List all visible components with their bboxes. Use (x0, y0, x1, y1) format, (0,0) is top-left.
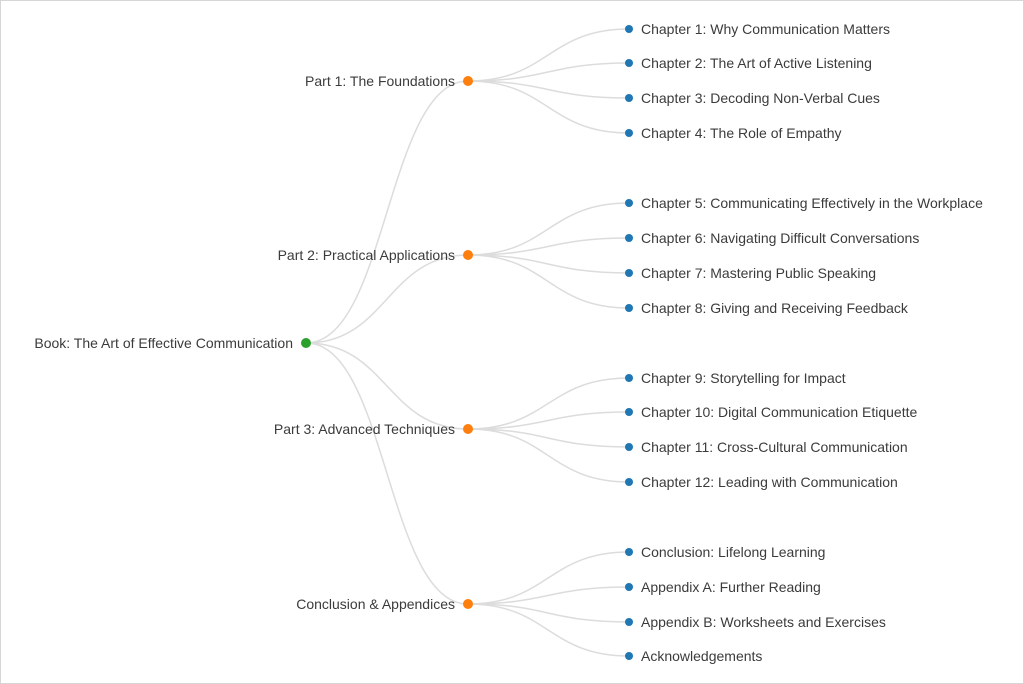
root-label[interactable]: Book: The Art of Effective Communication (34, 335, 293, 351)
leaf-label-chapter-1[interactable]: Chapter 1: Why Communication Matters (641, 21, 890, 37)
leaf-node-dot[interactable] (625, 618, 633, 626)
leaf-node-dot[interactable] (625, 652, 633, 660)
link-part3-ch9 (467, 377, 630, 430)
leaf-node-dot[interactable] (625, 583, 633, 591)
link-root-part2 (305, 254, 469, 344)
link-part3-ch11 (467, 428, 630, 448)
link-part1-ch4 (467, 80, 630, 134)
leaf-label-chapter-7[interactable]: Chapter 7: Mastering Public Speaking (641, 265, 877, 281)
leaf-label-chapter-2[interactable]: Chapter 2: The Art of Active Listening (641, 55, 872, 71)
branch-label-part2[interactable]: Part 2: Practical Applications (277, 247, 455, 263)
link-conclusion-item3 (467, 603, 630, 623)
branch-label-conclusion[interactable]: Conclusion & Appendices (296, 596, 455, 612)
leaf-label-chapter-6[interactable]: Chapter 6: Navigating Difficult Conversa… (641, 230, 920, 246)
leaf-node-dot[interactable] (625, 199, 633, 207)
leaf-label-chapter-8[interactable]: Chapter 8: Giving and Receiving Feedback (641, 300, 908, 316)
leaf-label-acknowledgements[interactable]: Acknowledgements (641, 648, 763, 664)
link-conclusion-item4 (467, 603, 630, 657)
leaf-node-dot[interactable] (625, 443, 633, 451)
leaf-node-dot[interactable] (625, 374, 633, 382)
link-part2-ch6 (467, 237, 630, 256)
link-part2-ch5 (467, 202, 630, 256)
link-root-part1 (305, 80, 469, 344)
link-part3-ch12 (467, 428, 630, 483)
link-root-conclusion (305, 342, 469, 605)
branch-node-dot-conclusion[interactable] (463, 599, 473, 609)
leaf-node-dot[interactable] (625, 234, 633, 242)
leaf-node-dot[interactable] (625, 269, 633, 277)
leaf-label-chapter-12[interactable]: Chapter 12: Leading with Communication (641, 474, 898, 490)
link-part1-ch3 (467, 80, 630, 99)
link-part1-ch1 (467, 28, 630, 82)
leaf-node-dot[interactable] (625, 408, 633, 416)
leaf-node-dot[interactable] (625, 304, 633, 312)
branch-node-dot-part2[interactable] (463, 250, 473, 260)
branch-label-part1[interactable]: Part 1: The Foundations (305, 73, 455, 89)
link-part2-ch8 (467, 254, 630, 309)
leaf-node-dot[interactable] (625, 94, 633, 102)
leaf-label-chapter-4[interactable]: Chapter 4: The Role of Empathy (641, 125, 842, 141)
link-conclusion-item1 (467, 551, 630, 605)
root-node-dot[interactable] (301, 338, 311, 348)
leaf-node-dot[interactable] (625, 25, 633, 33)
leaf-label-conclusion[interactable]: Conclusion: Lifelong Learning (641, 544, 826, 560)
branch-label-part3[interactable]: Part 3: Advanced Techniques (273, 421, 455, 437)
leaf-label-chapter-3[interactable]: Chapter 3: Decoding Non-Verbal Cues (641, 90, 880, 106)
link-root-part3 (305, 342, 469, 430)
link-conclusion-item2 (467, 586, 630, 605)
link-part3-ch10 (467, 411, 630, 430)
leaf-label-chapter-5[interactable]: Chapter 5: Communicating Effectively in … (641, 195, 983, 211)
leaf-label-chapter-11[interactable]: Chapter 11: Cross-Cultural Communication (641, 439, 908, 455)
leaf-node-dot[interactable] (625, 478, 633, 486)
leaf-label-appendix-b[interactable]: Appendix B: Worksheets and Exercises (641, 614, 886, 630)
leaf-node-dot[interactable] (625, 548, 633, 556)
leaf-label-chapter-9[interactable]: Chapter 9: Storytelling for Impact (641, 370, 846, 386)
leaf-label-chapter-10[interactable]: Chapter 10: Digital Communication Etique… (641, 404, 918, 420)
branch-node-dot-part3[interactable] (463, 424, 473, 434)
leaf-node-dot[interactable] (625, 59, 633, 67)
link-group (305, 28, 630, 657)
leaf-node-dot[interactable] (625, 129, 633, 137)
link-part2-ch7 (467, 254, 630, 274)
branch-node-dot-part1[interactable] (463, 76, 473, 86)
link-part1-ch2 (467, 62, 630, 82)
leaf-label-appendix-a[interactable]: Appendix A: Further Reading (641, 579, 821, 595)
